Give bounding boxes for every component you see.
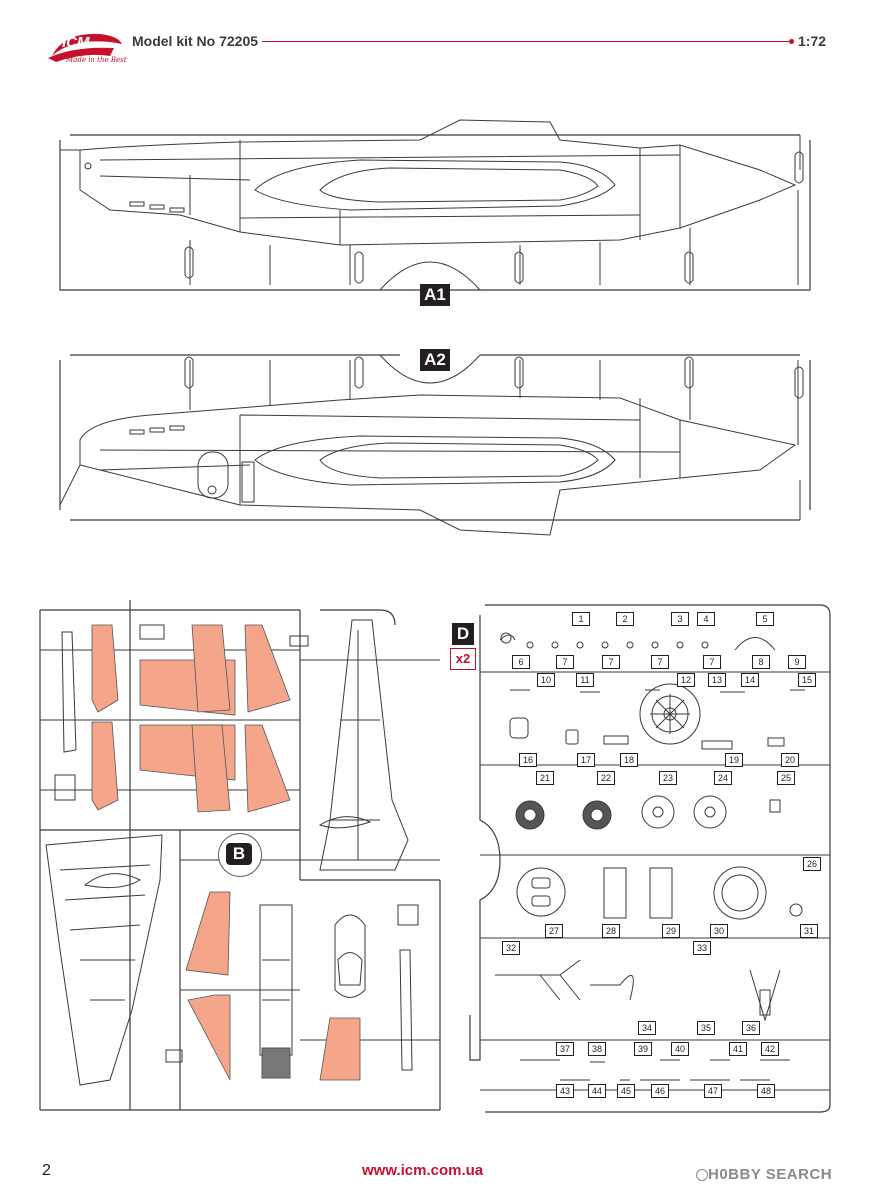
part-number: 32 [502,941,520,955]
part-number: 31 [800,924,818,938]
sprue-label-d: D [452,623,474,645]
part-number: 48 [757,1084,775,1098]
part-number: 19 [725,753,743,767]
part-number: 12 [677,673,695,687]
sprue-b-drawing [39,600,441,1111]
part-number: 35 [697,1021,715,1035]
icm-logo-icon [48,33,122,62]
part-number: 14 [741,673,759,687]
brand-slogan: Made in the Best [66,56,127,64]
watermark: H0BBY SEARCH [708,1166,833,1183]
part-number: 23 [659,771,677,785]
part-number: 7 [651,655,669,669]
part-number: 8 [752,655,770,669]
part-number: 36 [742,1021,760,1035]
part-number: 22 [597,771,615,785]
page-title: Model kit No 72205 [132,33,259,49]
part-number: 3 [671,612,689,626]
part-number: 44 [588,1084,606,1098]
part-number: 5 [756,612,774,626]
part-number: 37 [556,1042,574,1056]
part-number: 24 [714,771,732,785]
header-divider [262,39,794,44]
part-number: 33 [693,941,711,955]
part-number: 2 [616,612,634,626]
part-number: 43 [556,1084,574,1098]
sprue-label-a2: A2 [420,349,450,371]
part-number: 1 [572,612,590,626]
website-link[interactable]: www.icm.com.ua [362,1162,484,1179]
sprue-label-a1: A1 [420,284,450,306]
brand-name: ICM [62,34,90,51]
part-number: 21 [536,771,554,785]
part-number: 28 [602,924,620,938]
part-number: 29 [662,924,680,938]
part-number: 4 [697,612,715,626]
sprue-a1-drawing [59,119,811,291]
part-number: 40 [671,1042,689,1056]
part-number: 41 [729,1042,747,1056]
part-number: 11 [576,673,594,687]
part-number: 26 [803,857,821,871]
part-number: 13 [708,673,726,687]
part-number: 30 [710,924,728,938]
hobby-search-logo-icon [696,1169,708,1181]
sprue-quantity-badge: x2 [450,648,476,670]
part-number: 27 [545,924,563,938]
part-number: 7 [703,655,721,669]
part-number: 20 [781,753,799,767]
sprue-label-b: B [226,843,252,865]
part-number: 38 [588,1042,606,1056]
part-number: 42 [761,1042,779,1056]
part-number: 18 [620,753,638,767]
part-number: 9 [788,655,806,669]
part-number: 16 [519,753,537,767]
sprue-a2-drawing [59,354,811,536]
part-number: 6 [512,655,530,669]
kit-scale: 1:72 [798,33,827,49]
part-number: 45 [617,1084,635,1098]
part-number: 15 [798,673,816,687]
page-number: 2 [42,1162,51,1179]
part-number: 34 [638,1021,656,1035]
part-number: 7 [602,655,620,669]
part-number: 47 [704,1084,722,1098]
part-number: 17 [577,753,595,767]
sprue-d-drawing [469,604,831,1113]
part-number: 46 [651,1084,669,1098]
part-number: 7 [556,655,574,669]
part-number: 25 [777,771,795,785]
part-number: 39 [634,1042,652,1056]
part-number: 10 [537,673,555,687]
